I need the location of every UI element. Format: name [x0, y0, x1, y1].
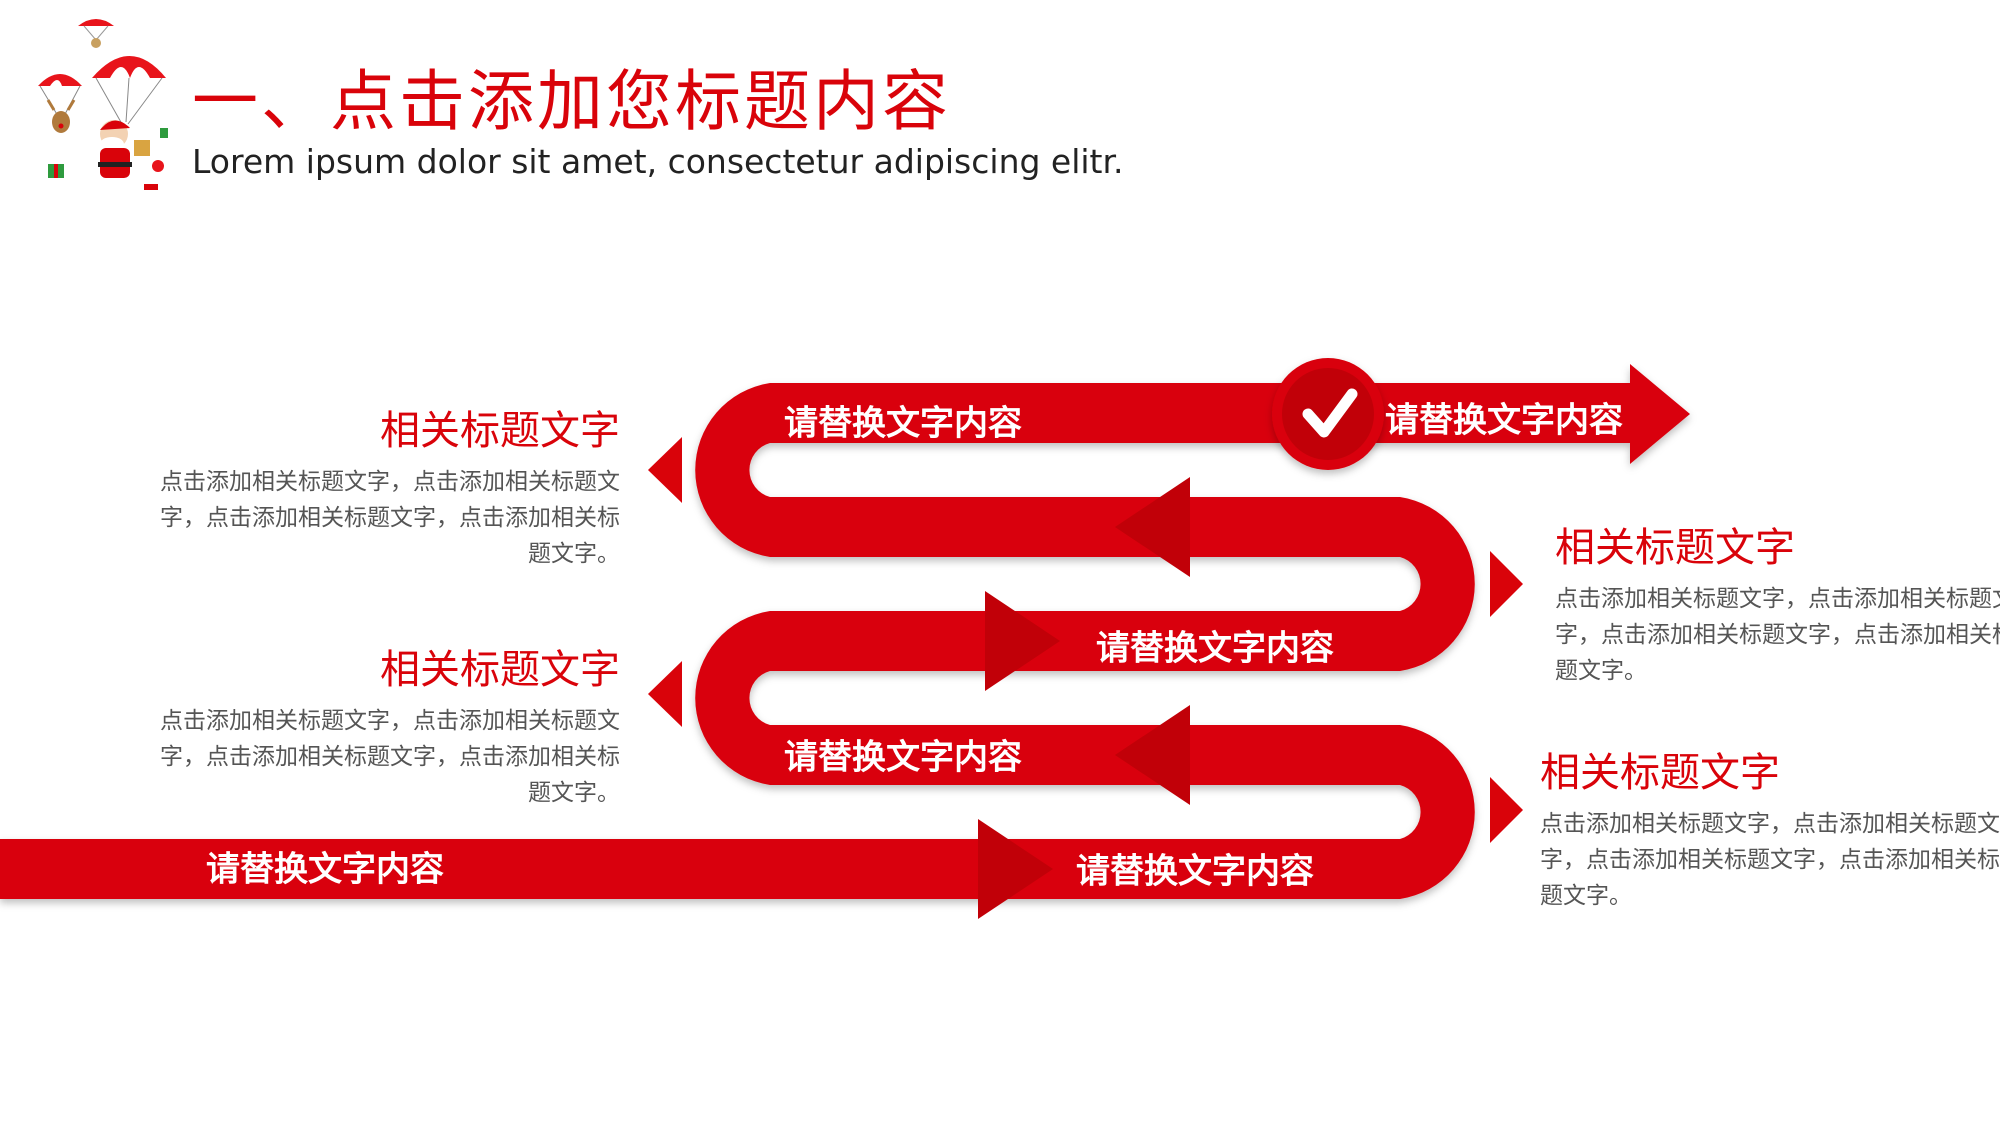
path-band-1: [770, 364, 1690, 464]
path-curve-left-1: [695, 383, 770, 557]
path-band-2: [770, 497, 1400, 557]
block-body: 点击添加相关标题文字，点击添加相关标题文字，点击添加相关标题文字，点击添加相关标…: [1540, 811, 2000, 909]
block-title: 相关标题文字: [380, 647, 620, 693]
page-title: 一、点击添加您标题内容: [192, 63, 951, 140]
page-subtitle: Lorem ipsum dolor sit amet, consectetur …: [192, 142, 1124, 181]
check-icon: [1302, 388, 1358, 438]
block-title: 相关标题文字: [1555, 525, 1795, 571]
text-block-right-1: 相关标题文字 点击添加相关标题文字，点击添加相关标题文字，点击添加相关标题文字，…: [1555, 525, 2000, 689]
block-title: 相关标题文字: [380, 408, 620, 454]
band-label-4: 请替换文字内容: [784, 737, 1022, 778]
text-block-right-2: 相关标题文字 点击添加相关标题文字，点击添加相关标题文字，点击添加相关标题文字，…: [1540, 750, 2000, 914]
pointer-left-1: [648, 437, 682, 503]
band-2-chevron: [1115, 477, 1190, 577]
text-block-left-2: 相关标题文字 点击添加相关标题文字，点击添加相关标题文字，点击添加相关标题文字，…: [150, 647, 620, 811]
band-label-3: 请替换文字内容: [1096, 628, 1334, 669]
pointer-left-2: [648, 661, 682, 727]
path-curve-left-2: [695, 611, 770, 785]
block-body: 点击添加相关标题文字，点击添加相关标题文字，点击添加相关标题文字，点击添加相关标…: [160, 708, 620, 806]
block-title: 相关标题文字: [1540, 750, 1780, 796]
band-label-5: 请替换文字内容: [206, 849, 444, 890]
check-badge: [1272, 358, 1384, 470]
band-label-1: 请替换文字内容: [784, 403, 1022, 444]
path-band-5: [0, 839, 1400, 899]
band-label-6: 请替换文字内容: [1076, 851, 1314, 892]
path-band-4: [770, 725, 1400, 785]
santa-parachute-logo: [38, 19, 168, 190]
block-body: 点击添加相关标题文字，点击添加相关标题文字，点击添加相关标题文字，点击添加相关标…: [1555, 586, 2000, 684]
pointer-right-2: [1490, 777, 1523, 843]
block-body: 点击添加相关标题文字，点击添加相关标题文字，点击添加相关标题文字，点击添加相关标…: [160, 469, 620, 567]
path-curve-right-2: [1400, 725, 1475, 899]
path-band-3: [770, 611, 1400, 671]
band-5-chevron: [978, 819, 1053, 919]
pointer-right-1: [1490, 551, 1523, 617]
text-block-left-1: 相关标题文字 点击添加相关标题文字，点击添加相关标题文字，点击添加相关标题文字，…: [150, 408, 620, 572]
path-curve-right-1: [1400, 497, 1475, 671]
band-3-chevron: [985, 591, 1060, 691]
band-4-chevron: [1115, 705, 1190, 805]
band-label-2: 请替换文字内容: [1385, 400, 1623, 441]
